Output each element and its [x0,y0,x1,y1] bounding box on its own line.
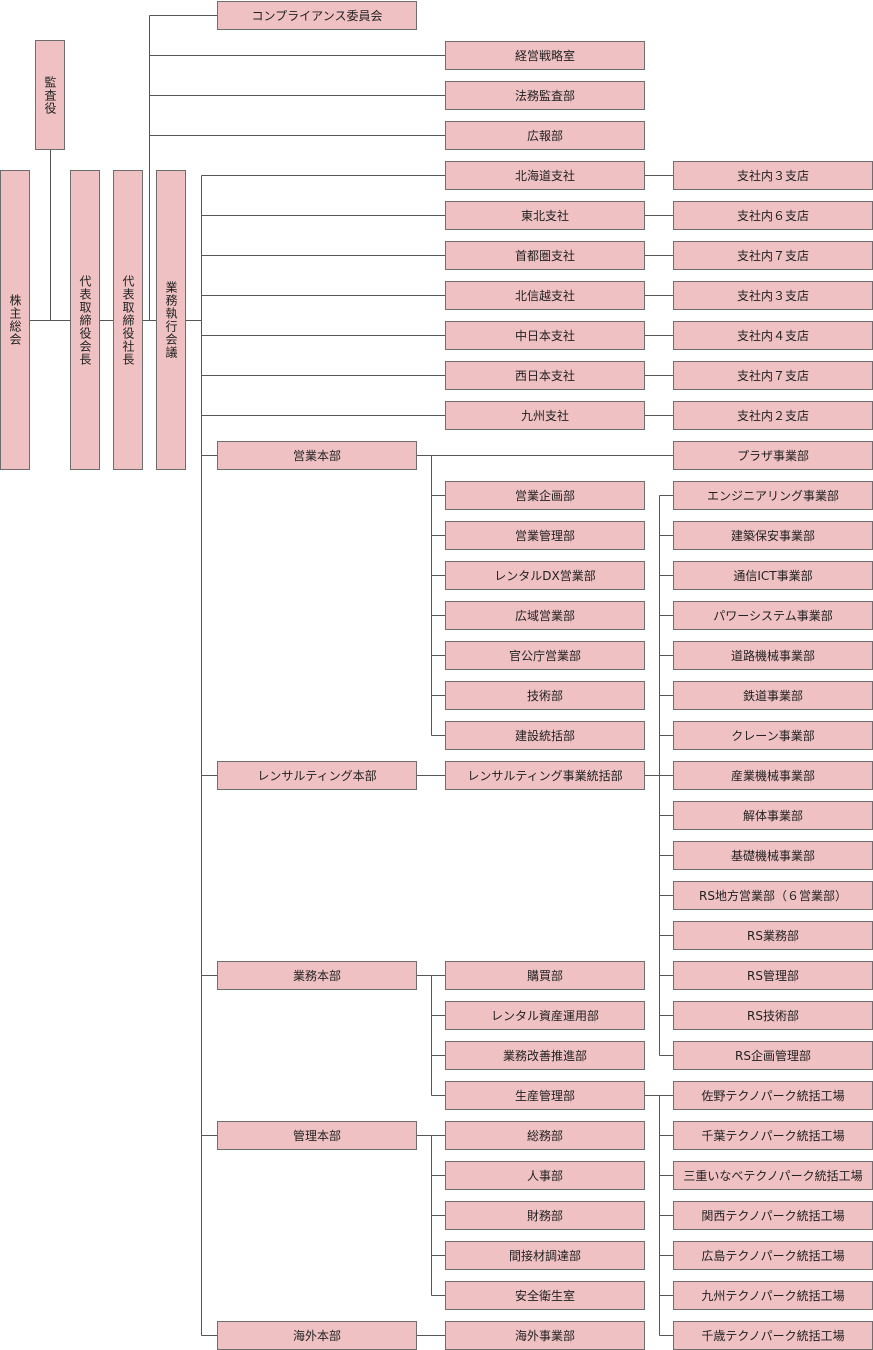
factory-box: 広島テクノパーク統括工場 [673,1241,873,1270]
sales-hq-box: 営業本部 [217,441,417,470]
branch-box: 北信越支社 [445,281,645,310]
rental-division-box: 基礎機械事業部 [673,841,873,870]
rental-division-box: パワーシステム事業部 [673,601,873,630]
admin-dept-box: 人事部 [445,1161,645,1190]
rental-division-box: RS企画管理部 [673,1041,873,1070]
branch-sub-box: 支社内３支店 [673,281,873,310]
exec-council-box: 業務執行会議 [156,170,186,470]
chairman-box: 代表取締役会長 [70,170,100,470]
rental-hub-box: レンサルティング事業統括部 [445,761,645,790]
rental-division-box: 通信ICT事業部 [673,561,873,590]
rental-division-box: エンジニアリング事業部 [673,481,873,510]
branch-sub-box: 支社内３支店 [673,161,873,190]
compliance-committee-box: コンプライアンス委員会 [217,1,417,30]
sales-dept-box: 技術部 [445,681,645,710]
rental-hq-box: レンサルティング本部 [217,761,417,790]
rental-division-box: 建築保安事業部 [673,521,873,550]
factory-box: 三重いなべテクノパーク統括工場 [673,1161,873,1190]
ops-dept-box: 購買部 [445,961,645,990]
plaza-division-box: プラザ事業部 [673,441,873,470]
ops-dept-box: 生産管理部 [445,1081,645,1110]
branch-sub-box: 支社内２支店 [673,401,873,430]
legal-audit-box: 法務監査部 [445,81,645,110]
rental-division-box: 道路機械事業部 [673,641,873,670]
corporate-strategy-box: 経営戦略室 [445,41,645,70]
overseas-dept-box: 海外事業部 [445,1321,645,1350]
factory-box: 関西テクノパーク統括工場 [673,1201,873,1230]
rental-division-box: 鉄道事業部 [673,681,873,710]
ops-hq-box: 業務本部 [217,961,417,990]
branch-box: 北海道支社 [445,161,645,190]
sales-dept-box: 官公庁営業部 [445,641,645,670]
branch-box: 中日本支社 [445,321,645,350]
rental-division-box: 産業機械事業部 [673,761,873,790]
rental-division-box: RS管理部 [673,961,873,990]
sales-dept-box: 営業管理部 [445,521,645,550]
admin-dept-box: 総務部 [445,1121,645,1150]
branch-sub-box: 支社内７支店 [673,361,873,390]
rental-division-box: RS技術部 [673,1001,873,1030]
rental-division-box: 解体事業部 [673,801,873,830]
sales-dept-box: 建設統括部 [445,721,645,750]
branch-box: 首都圏支社 [445,241,645,270]
admin-dept-box: 安全衛生室 [445,1281,645,1310]
branch-box: 九州支社 [445,401,645,430]
sales-dept-box: 営業企画部 [445,481,645,510]
factory-box: 千歳テクノパーク統括工場 [673,1321,873,1350]
factory-box: 佐野テクノパーク統括工場 [673,1081,873,1110]
branch-sub-box: 支社内６支店 [673,201,873,230]
admin-dept-box: 間接材調達部 [445,1241,645,1270]
sales-dept-box: レンタルDX営業部 [445,561,645,590]
admin-dept-box: 財務部 [445,1201,645,1230]
shareholders-box: 株主総会 [0,170,30,470]
factory-box: 九州テクノパーク統括工場 [673,1281,873,1310]
sales-dept-box: 広域営業部 [445,601,645,630]
branch-box: 西日本支社 [445,361,645,390]
factory-box: 千葉テクノパーク統括工場 [673,1121,873,1150]
ops-dept-box: レンタル資産運用部 [445,1001,645,1030]
pr-box: 広報部 [445,121,645,150]
branch-box: 東北支社 [445,201,645,230]
president-box: 代表取締役社長 [113,170,143,470]
ops-dept-box: 業務改善推進部 [445,1041,645,1070]
rental-division-box: RS業務部 [673,921,873,950]
admin-hq-box: 管理本部 [217,1121,417,1150]
auditor-box: 監査役 [35,40,65,150]
rental-division-box: クレーン事業部 [673,721,873,750]
rental-division-box: RS地方営業部（６営業部） [673,881,873,910]
branch-sub-box: 支社内７支店 [673,241,873,270]
overseas-hq-box: 海外本部 [217,1321,417,1350]
branch-sub-box: 支社内４支店 [673,321,873,350]
